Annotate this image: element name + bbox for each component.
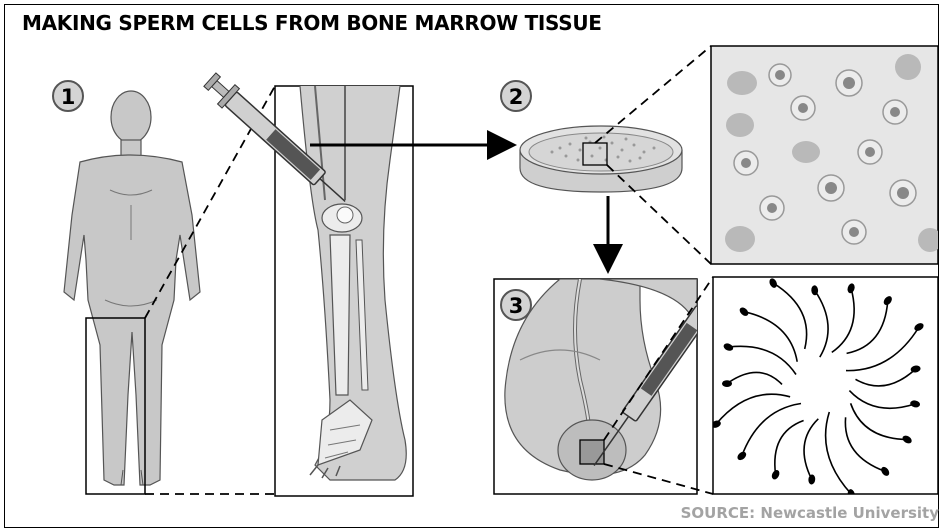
- human-figure: [64, 91, 200, 485]
- sperm-cells-panel: [710, 277, 938, 500]
- source-credit: SOURCE: Newcastle University: [681, 504, 939, 522]
- step-badge-2: 2: [501, 81, 531, 111]
- cell-culture-panel: [711, 46, 941, 264]
- petri-dish-icon: [520, 126, 682, 192]
- step-number-3: 3: [509, 294, 524, 318]
- step-number-2: 2: [509, 85, 524, 109]
- step-badge-1: 1: [53, 81, 83, 111]
- step-badge-3: 3: [501, 290, 531, 320]
- step-number-1: 1: [61, 85, 76, 109]
